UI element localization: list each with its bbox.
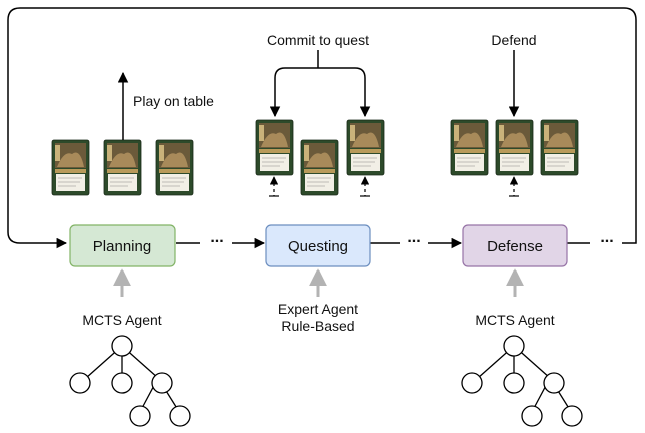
ellipsis-1: ...: [210, 229, 223, 246]
questing-card-3: [346, 119, 385, 176]
mcts-tree-defense: [461, 335, 583, 427]
planning-card-3: [155, 139, 194, 196]
questing-card-1: [255, 119, 294, 176]
turn-loop-line: [7, 7, 637, 249]
agent-defense-label: MCTS Agent: [475, 312, 554, 328]
planning-card-1: [51, 139, 90, 196]
commit-bracket-right: [318, 67, 371, 118]
defend-label: Defend: [491, 32, 536, 48]
defense-card-3: [540, 119, 579, 176]
commit-to-quest-label: Commit to quest: [267, 32, 369, 48]
commit-bracket-left: [269, 67, 318, 118]
play-on-table-label: Play on table: [133, 93, 214, 109]
agent-questing-label-2: Rule-Based: [281, 318, 354, 334]
phase-planning: Planning: [69, 224, 176, 267]
phase-questing: Questing: [265, 224, 371, 267]
ellipsis-2: ...: [407, 229, 420, 246]
agent-questing-label-1: Expert Agent: [278, 301, 358, 317]
phase-defense: Defense: [462, 224, 568, 267]
mcts-tree-planning: [69, 335, 191, 427]
planning-card-2: [103, 139, 142, 196]
phase-planning-label: Planning: [93, 238, 151, 255]
phase-defense-label: Defense: [487, 238, 543, 255]
questing-card-2: [300, 139, 339, 196]
agent-planning-label: MCTS Agent: [82, 312, 161, 328]
defense-card-1: [450, 119, 489, 176]
ellipsis-3: ...: [600, 229, 613, 246]
defense-card-2: [495, 119, 534, 176]
phase-questing-label: Questing: [288, 238, 348, 255]
